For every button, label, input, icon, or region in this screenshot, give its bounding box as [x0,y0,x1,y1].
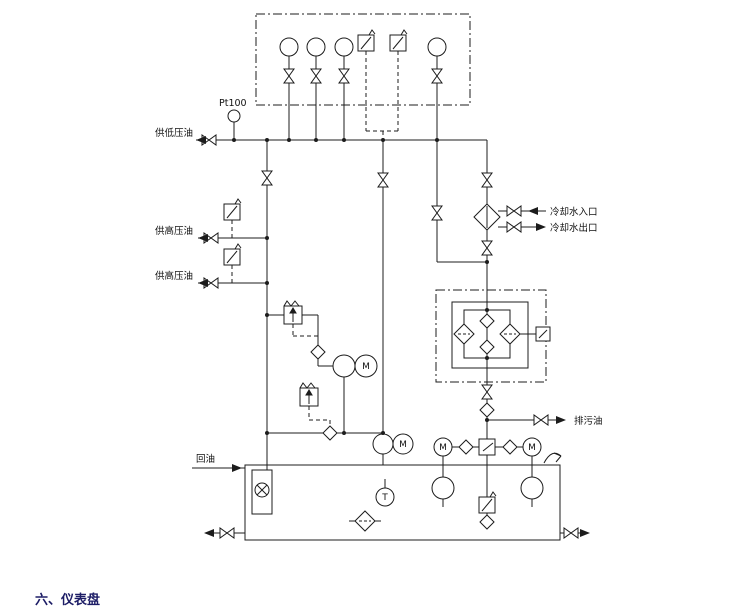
gauge-isolation-valve-4 [431,68,443,84]
gauge-isolation-valve-2 [310,68,322,84]
check-valve-3 [479,402,495,418]
supply-hp-oil-label-2: 供高压油 [155,270,193,282]
signal-lines [231,51,399,426]
level-indicator-frame [251,469,273,515]
gauge-isolation-valve-1 [283,68,295,84]
motor-1 [354,354,378,378]
pressure-reducing-valve-2 [299,382,319,407]
pump-1 [332,354,356,378]
changeover-valve-upper [479,313,495,329]
drain-oil-label: 排污油 [574,415,603,427]
duplex-filter-left [453,323,475,345]
instrument-panel-box [255,13,471,106]
pressure-gauge-3 [334,37,354,57]
motor-4 [522,437,542,457]
cooling-water-outlet-label: 冷却水出口 [550,222,598,234]
dp-indicator [535,326,551,342]
motor-1-label: M [362,362,370,372]
supply-hp-oil-arrow-1 [198,234,208,242]
supply-hp-oil-arrow-2 [198,279,208,287]
motor-3-label: M [439,443,447,453]
riser-valve-1 [261,170,273,186]
motor-3 [433,437,453,457]
gauge-isolation-valve-3 [338,68,350,84]
cooler-outlet-valve [481,240,493,256]
supply-low-oil-arrow [196,136,206,144]
oil-tank [244,464,561,541]
thermometer [375,487,395,507]
return-oil-label: 回油 [196,453,215,465]
check-valve-4 [458,439,474,455]
pressure-switch-hp-2 [223,243,242,266]
pressure-reducing-valve-1 [283,300,303,325]
pressure-gauge-4 [427,37,447,57]
supply-hp-oil-label-1: 供高压油 [155,225,193,237]
tank-drain-valve-left [219,527,235,539]
pressure-switch-hp-1 [223,198,242,221]
heat-exchanger [473,203,501,231]
cooling-water-inlet-valve [506,205,522,217]
pressure-gauge-2 [306,37,326,57]
cooling-water-inlet-arrow [528,207,538,215]
pump-discharge-valve [377,172,389,188]
filter-outlet-valve [481,384,493,400]
tank-drain-valve-right [563,527,579,539]
inline-filter-unit [478,438,496,456]
check-valve-5 [502,439,518,455]
pump-2 [372,433,394,455]
pump-3 [431,476,455,500]
check-valve-2 [322,425,338,441]
motor-2-label: M [399,440,407,450]
motor-2 [392,433,414,455]
cooling-water-outlet-valve [506,221,522,233]
suction-strainer [354,510,376,532]
supply-low-oil-label: 供低压油 [155,127,193,139]
thermometer-label: T [381,493,388,503]
drain-oil-valve [533,414,549,426]
cooler-inlet-valve [481,172,493,188]
pt100-label: Pt100 [219,98,247,109]
return-oil-arrow [232,464,242,472]
pressure-transmitter-2 [389,29,408,52]
duplex-filter-frame [451,301,529,369]
cooling-water-outlet-arrow [536,223,546,231]
drain-oil-arrow [556,416,566,424]
heater-check-valve [479,514,495,530]
junction-dots [232,138,489,435]
cooler-bypass-valve [431,205,443,221]
pressure-transmitter-1 [357,29,376,52]
changeover-valve-lower [479,339,495,355]
pt100-sensor [227,109,241,123]
piping-lines [192,56,582,534]
tank-drain-arrow-right [580,529,590,537]
pump-4 [520,476,544,500]
level-indicator [254,482,270,498]
check-valve-1 [310,344,326,360]
cooling-water-inlet-label: 冷却水入口 [550,206,598,218]
pressure-gauge-1 [279,37,299,57]
breather-vent [543,452,562,464]
motor-4-label: M [528,443,536,453]
section-heading: 六、仪表盘 [35,593,101,608]
duplex-filter-right [499,323,521,345]
tank-drain-arrow-left [204,529,214,537]
